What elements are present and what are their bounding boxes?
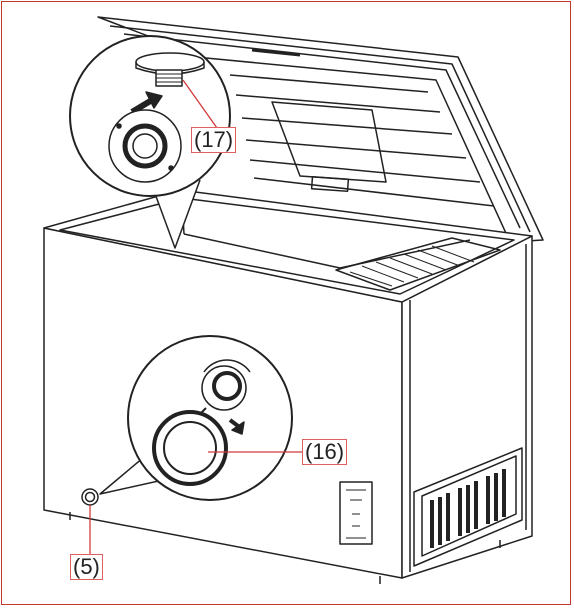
callout-label-17: (17) [191, 127, 237, 153]
zoom-bubble-bottom [99, 335, 293, 501]
drain-cap-icon [199, 359, 251, 415]
arrow-down-right-icon [228, 418, 245, 435]
leader-line-17 [182, 79, 218, 129]
drain-outlet-icon [81, 488, 99, 506]
zoom-bubble-top [69, 35, 231, 249]
drain-plug-cap-icon [135, 52, 205, 87]
arrow-up-icon [130, 91, 163, 115]
callout-label-5: (5) [70, 554, 103, 580]
storage-basket [335, 237, 501, 291]
leader-lines [89, 79, 302, 555]
vent-grille [413, 447, 523, 567]
freezer-cabinet [43, 189, 533, 584]
drain-socket-icon [108, 109, 182, 183]
drain-opening-icon [152, 410, 228, 486]
callout-label-16: (16) [302, 439, 348, 465]
control-panel [339, 481, 373, 545]
